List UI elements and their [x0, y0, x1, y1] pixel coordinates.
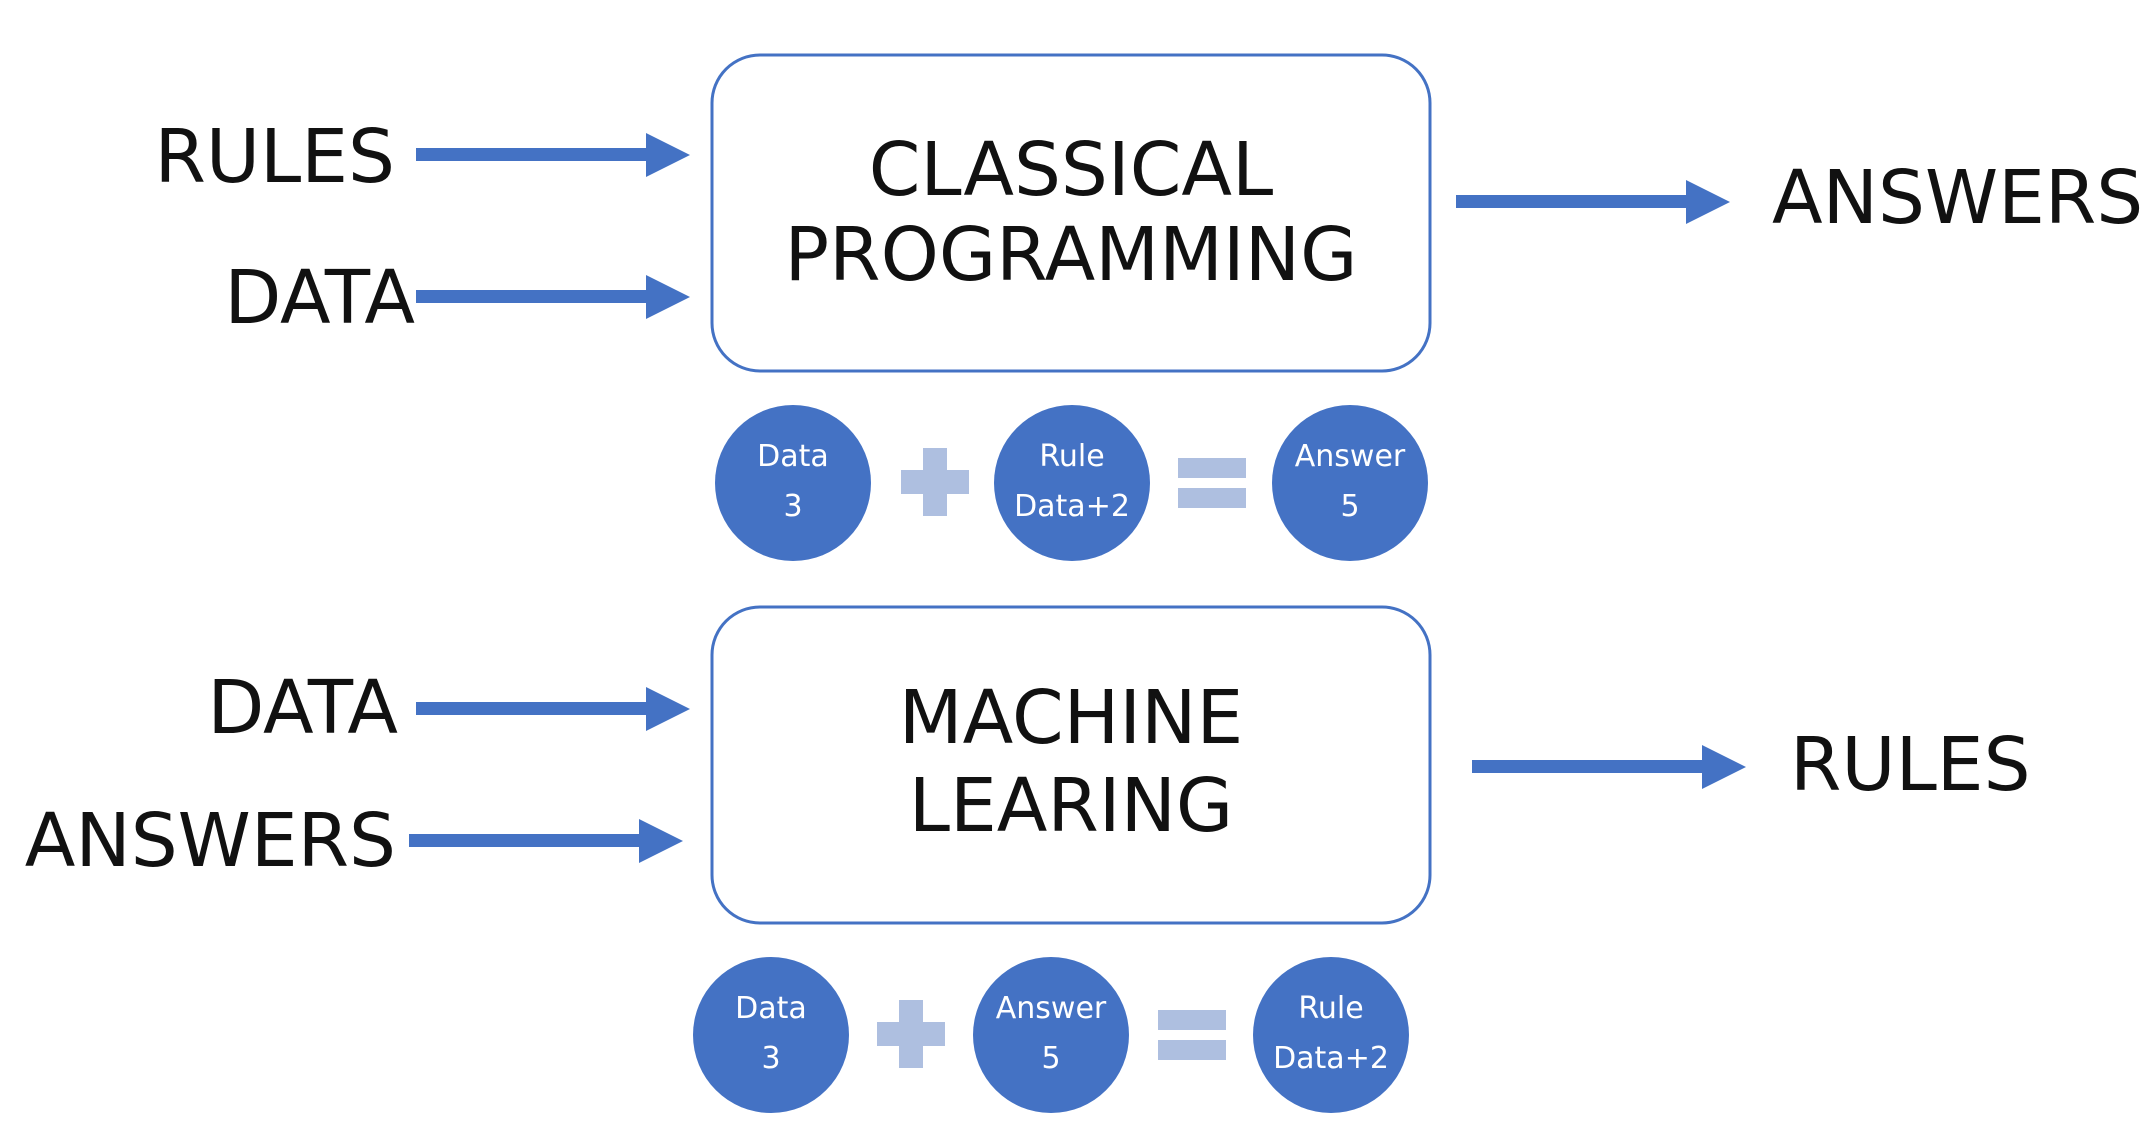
circle-value: 3 — [783, 489, 802, 524]
arrow-answers-to-box — [409, 819, 683, 863]
arrow-data-to-box — [416, 275, 690, 319]
input-label-rules: RULES — [154, 114, 395, 200]
arrow-box-to-rules — [1472, 745, 1746, 789]
circle-title: Rule — [1039, 439, 1104, 474]
output-label-answers: ANSWERS — [1772, 155, 2143, 241]
classical-programming-section: RULES DATA CLASSICAL PROGRAMMING ANSWERS… — [154, 53, 2143, 561]
circle-data — [693, 957, 849, 1113]
circle-answer — [973, 957, 1129, 1113]
classical-programming-box — [710, 53, 1432, 373]
circle-title: Data — [757, 439, 829, 474]
arrow-data-to-box — [416, 687, 690, 731]
box-title-line-2: LEARING — [909, 763, 1234, 849]
circle-answer — [1272, 405, 1428, 561]
input-label-answers: ANSWERS — [25, 798, 396, 884]
machine-learning-section: DATA ANSWERS MACHINE LEARING RULES Data … — [25, 605, 2031, 1113]
circle-title: Rule — [1298, 991, 1363, 1026]
output-label-rules: RULES — [1790, 722, 2031, 808]
circle-value: 3 — [761, 1041, 780, 1076]
circle-value: Data+2 — [1014, 489, 1130, 524]
circle-title: Answer — [996, 991, 1107, 1026]
circle-rule — [994, 405, 1150, 561]
box-title-line-1: MACHINE — [899, 675, 1243, 761]
input-label-data: DATA — [224, 255, 415, 341]
machine-learning-box — [710, 605, 1432, 925]
equals-icon — [1178, 458, 1246, 508]
plus-icon — [877, 1000, 945, 1068]
circle-rule — [1253, 957, 1409, 1113]
circle-data — [715, 405, 871, 561]
circle-value: Data+2 — [1273, 1041, 1389, 1076]
equation-row-bottom: Data 3 Answer 5 Rule Data+2 — [693, 957, 1409, 1113]
circle-title: Data — [735, 991, 807, 1026]
box-title-line-2: PROGRAMMING — [785, 212, 1358, 298]
circle-value: 5 — [1340, 489, 1359, 524]
box-title-line-1: CLASSICAL — [869, 127, 1274, 213]
equals-icon — [1158, 1010, 1226, 1060]
plus-icon — [901, 448, 969, 516]
circle-title: Answer — [1295, 439, 1406, 474]
arrow-rules-to-box — [416, 133, 690, 177]
input-label-data: DATA — [207, 665, 398, 751]
equation-row-top: Data 3 Rule Data+2 Answer 5 — [715, 405, 1428, 561]
arrow-box-to-answers — [1456, 180, 1730, 224]
circle-value: 5 — [1041, 1041, 1060, 1076]
